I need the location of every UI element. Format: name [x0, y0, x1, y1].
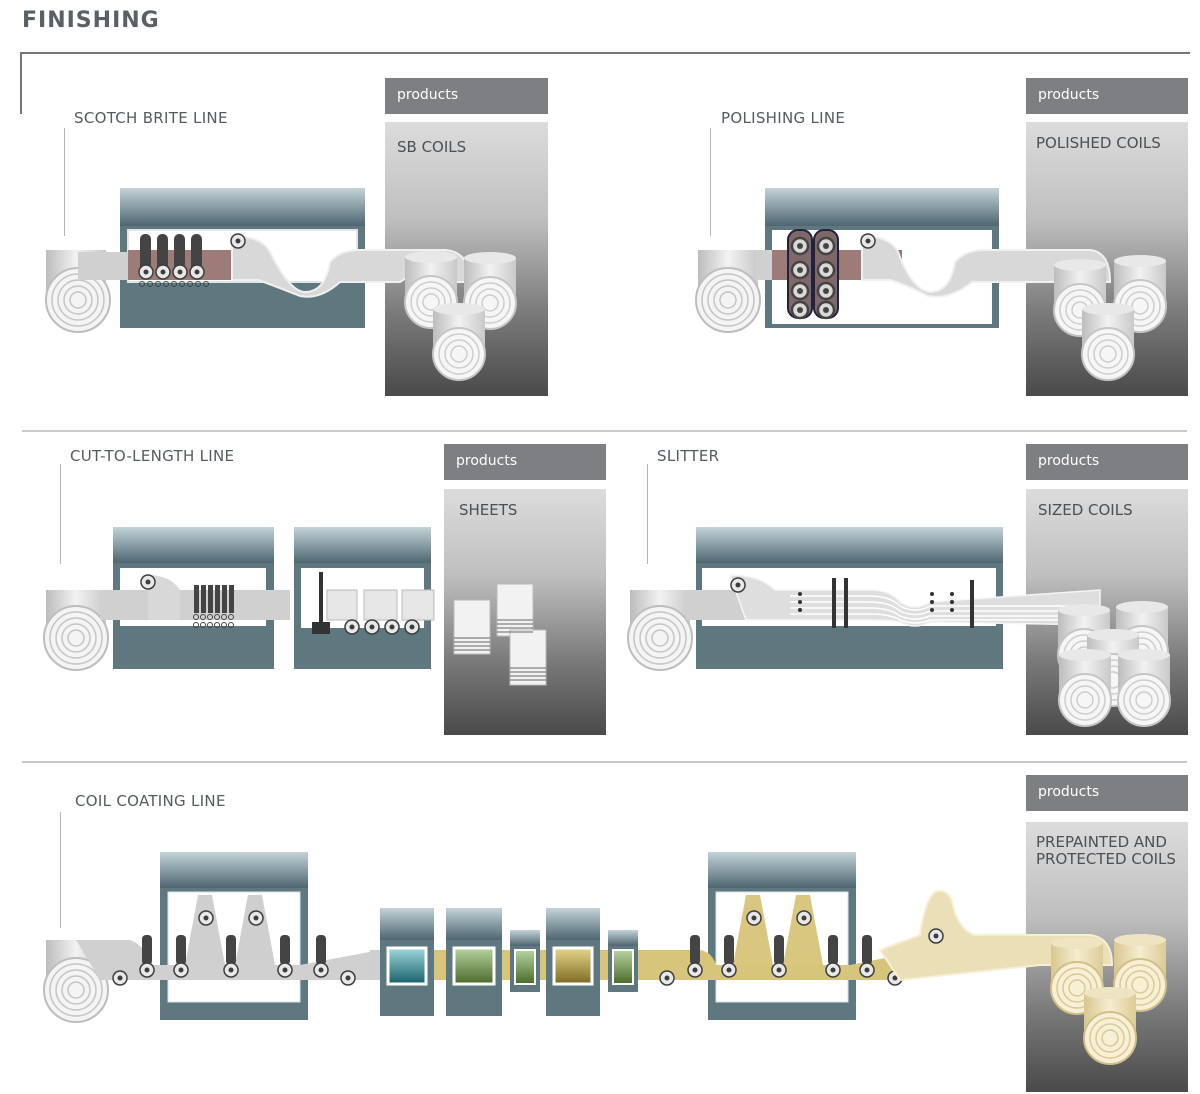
label-cut-to-length-line: CUT-TO-LENGTH LINE [70, 447, 235, 465]
label-scotch-brite-line: SCOTCH BRITE LINE [74, 109, 228, 127]
leader-line [64, 128, 65, 236]
steel-strip [78, 252, 130, 280]
products-tag: products [1026, 775, 1188, 811]
cut-to-length-line-diagram [43, 527, 547, 686]
polishing-line-diagram [695, 188, 1167, 381]
products-tag: products [1026, 444, 1188, 480]
page-title: FINISHING [22, 8, 160, 33]
leader-line [60, 812, 61, 928]
leader-line [647, 464, 648, 564]
product-polished-coils: POLISHED COILS [1036, 134, 1161, 152]
product-prepainted-line1: PREPAINTED AND [1036, 833, 1167, 851]
label-coil-coating-line: COIL COATING LINE [75, 792, 226, 810]
slitter-line-diagram [627, 527, 1171, 727]
leader-line [60, 464, 61, 564]
product-sb-coils: SB COILS [397, 138, 467, 156]
machine-top [120, 188, 365, 226]
label-slitter: SLITTER [657, 447, 720, 465]
steel-strip [231, 234, 472, 298]
sheets-stack [453, 583, 547, 686]
scotch-brite-line-diagram [45, 188, 517, 381]
products-tag: products [444, 444, 606, 480]
divider-row2 [22, 430, 1187, 432]
coil-coating-line-diagram [43, 852, 1167, 1065]
frame-left-line [20, 52, 22, 114]
products-tag: products [1026, 78, 1188, 114]
divider-row3 [22, 761, 1187, 763]
product-prepainted-line2: PROTECTED COILS [1036, 850, 1176, 868]
products-tag: products [385, 78, 548, 114]
product-sized-coils: SIZED COILS [1038, 501, 1133, 519]
product-sheets: SHEETS [459, 501, 518, 519]
sb-coil [432, 302, 486, 381]
frame-top-line [20, 52, 1190, 54]
label-polishing-line: POLISHING LINE [721, 109, 846, 127]
leader-line [710, 128, 711, 236]
